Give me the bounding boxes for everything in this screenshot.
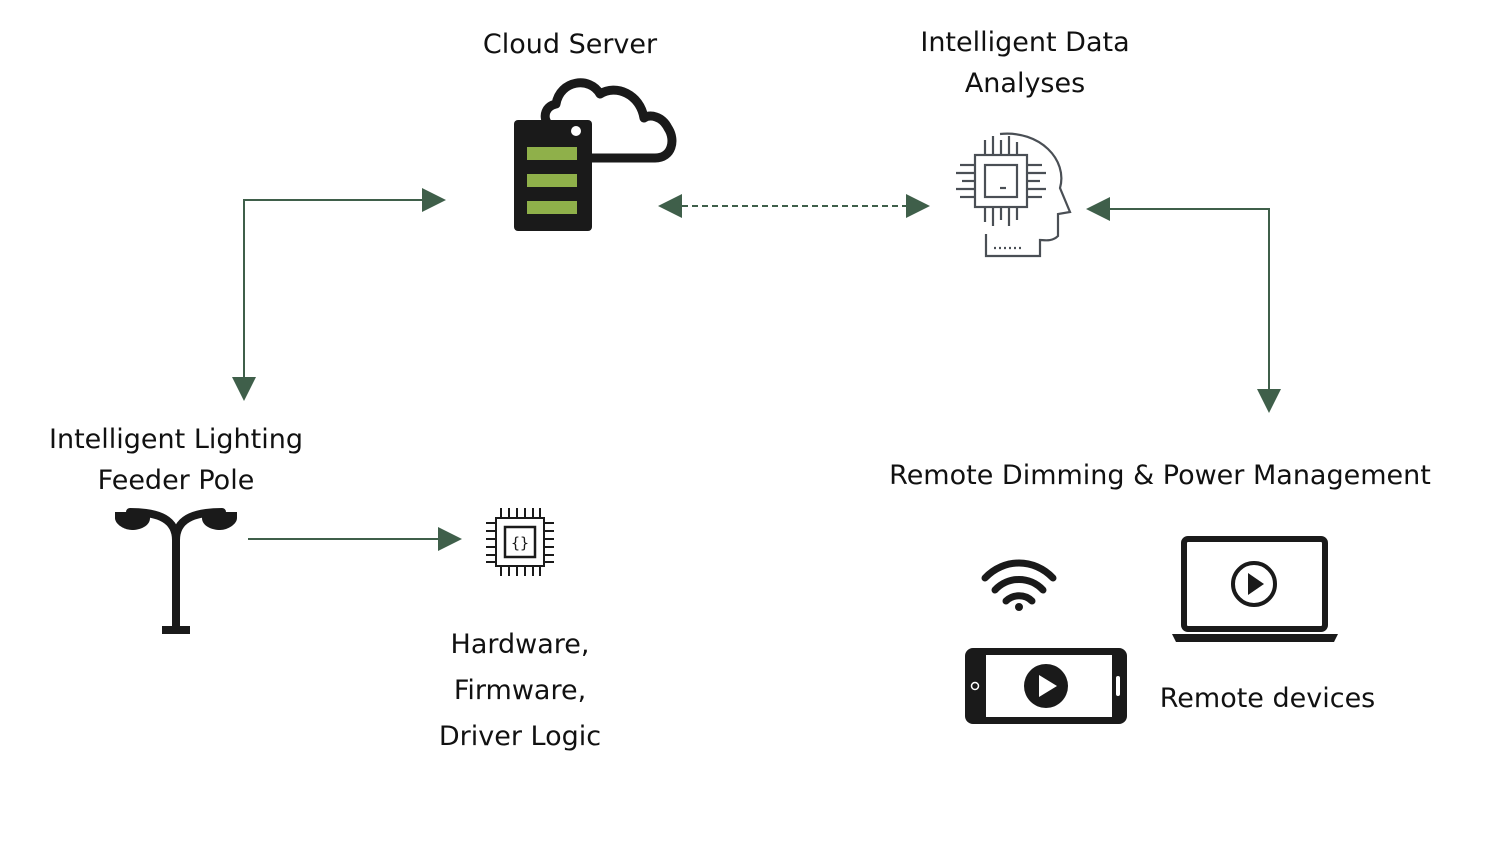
connector-cloud-to-analyses (658, 194, 930, 218)
arrowhead-right (906, 194, 930, 218)
laptop-play-icon (1172, 536, 1338, 642)
connector-pole-to-cloud (232, 188, 446, 401)
arrowhead-left (658, 194, 682, 218)
connector-analyses-to-remote (1086, 197, 1281, 413)
hardware-label: Hardware, Firmware, Driver Logic (438, 629, 602, 752)
street-light-pole-icon (115, 508, 237, 634)
microchip-icon: {} (486, 508, 554, 576)
svg-text:{}: {} (511, 534, 529, 552)
cloud-server-icon (514, 78, 677, 231)
smartphone-play-icon (965, 648, 1127, 724)
arrowhead-down (1257, 389, 1281, 413)
arrowhead-down (232, 377, 256, 401)
cloud-server-label: Cloud Server (482, 29, 658, 60)
remote-management-label: Remote Dimming & Power Management (889, 460, 1431, 491)
feeder-pole-label: Intelligent Lighting Feeder Pole (49, 424, 303, 496)
data-analyses-label: Intelligent Data Analyses (920, 27, 1130, 99)
arrowhead-right (422, 188, 446, 212)
arrowhead-right (438, 527, 462, 551)
ai-brain-chip-icon (956, 132, 1072, 258)
arrowhead-left (1086, 197, 1110, 221)
wifi-icon (981, 559, 1057, 611)
connector-pole-to-hardware (248, 527, 462, 551)
remote-devices-label: Remote devices (1159, 683, 1376, 714)
